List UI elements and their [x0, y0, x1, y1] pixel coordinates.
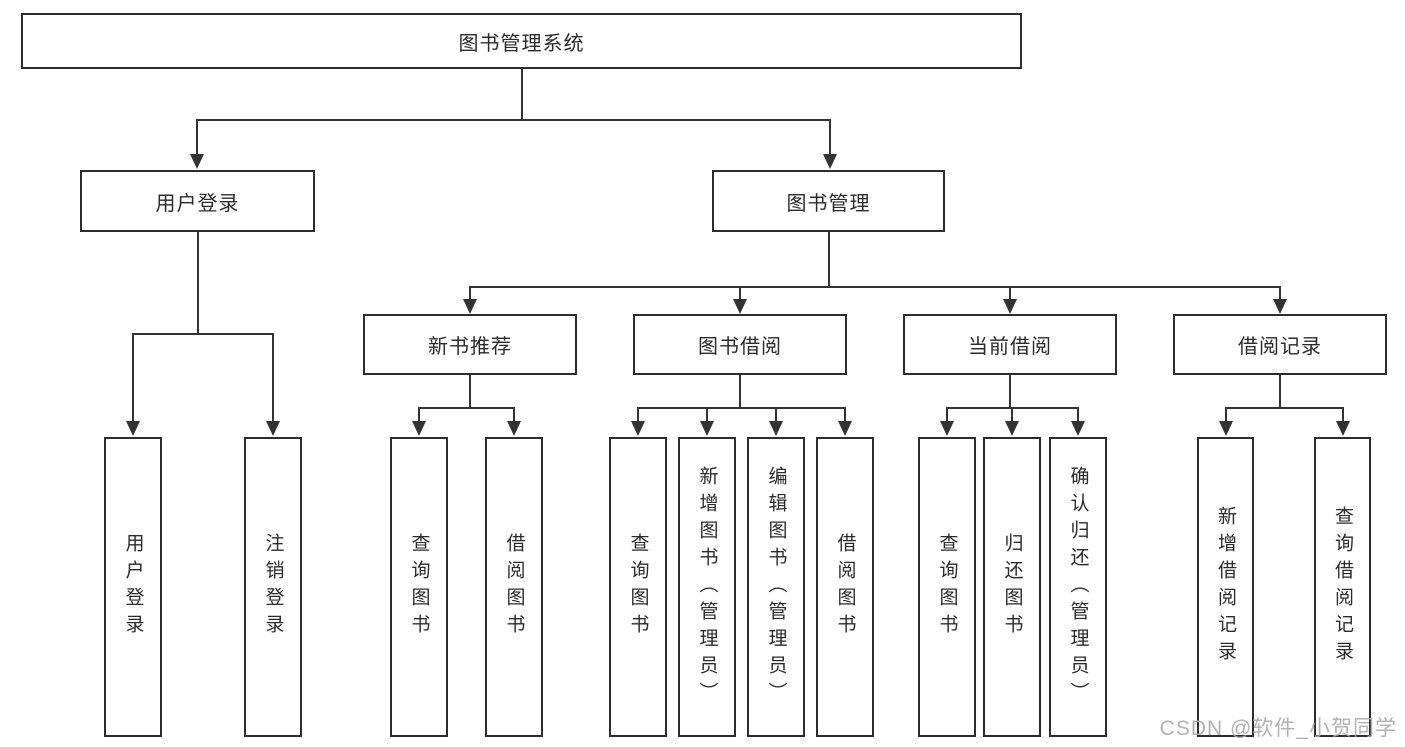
leaf-borrow-books-1-label: 借阅图书	[503, 533, 525, 641]
leaf-query-borrow-record: 查询借阅记录	[1314, 437, 1371, 737]
leaf-add-borrow-record: 新增借阅记录	[1197, 437, 1254, 737]
leaf-query-books-2-label: 查询图书	[627, 533, 649, 641]
leaf-add-book-admin: 新增图书（管理员）	[678, 437, 736, 737]
leaf-query-borrow-record-label: 查询借阅记录	[1332, 506, 1353, 668]
leaf-borrow-books-2-label: 借阅图书	[834, 533, 856, 641]
node-book-management: 图书管理	[712, 170, 945, 232]
node-book-borrow: 图书借阅	[633, 314, 847, 375]
leaf-query-books-2: 查询图书	[609, 437, 667, 737]
leaf-user-login-label: 用户登录	[122, 533, 144, 641]
node-current-borrow: 当前借阅	[903, 314, 1117, 375]
node-user-login: 用户登录	[80, 170, 315, 232]
node-root: 图书管理系统	[21, 13, 1022, 69]
leaf-add-book-admin-label: 新增图书（管理员）	[696, 465, 718, 709]
watermark-text: CSDN @软件_小贺同学	[1159, 717, 1397, 740]
leaf-query-books-1-label: 查询图书	[408, 533, 430, 641]
node-borrow-records: 借阅记录	[1173, 314, 1387, 375]
node-new-book-recommend: 新书推荐	[363, 314, 577, 375]
leaf-return-book-label: 归还图书	[1001, 533, 1023, 641]
leaf-borrow-books-2: 借阅图书	[816, 437, 874, 737]
leaf-user-login: 用户登录	[104, 437, 162, 737]
leaf-logout: 注销登录	[244, 437, 302, 737]
leaf-query-books-1: 查询图书	[390, 437, 448, 737]
leaf-borrow-books-1: 借阅图书	[485, 437, 543, 737]
leaf-logout-label: 注销登录	[262, 533, 284, 641]
leaf-add-borrow-record-label: 新增借阅记录	[1215, 506, 1236, 668]
leaf-confirm-return-admin: 确认归还（管理员）	[1049, 437, 1107, 737]
leaf-query-books-3: 查询图书	[918, 437, 976, 737]
leaf-edit-book-admin: 编辑图书（管理员）	[747, 437, 805, 737]
leaf-confirm-return-admin-label: 确认归还（管理员）	[1067, 465, 1089, 709]
leaf-return-book: 归还图书	[983, 437, 1041, 737]
leaf-query-books-3-label: 查询图书	[936, 533, 958, 641]
leaf-edit-book-admin-label: 编辑图书（管理员）	[765, 465, 787, 709]
